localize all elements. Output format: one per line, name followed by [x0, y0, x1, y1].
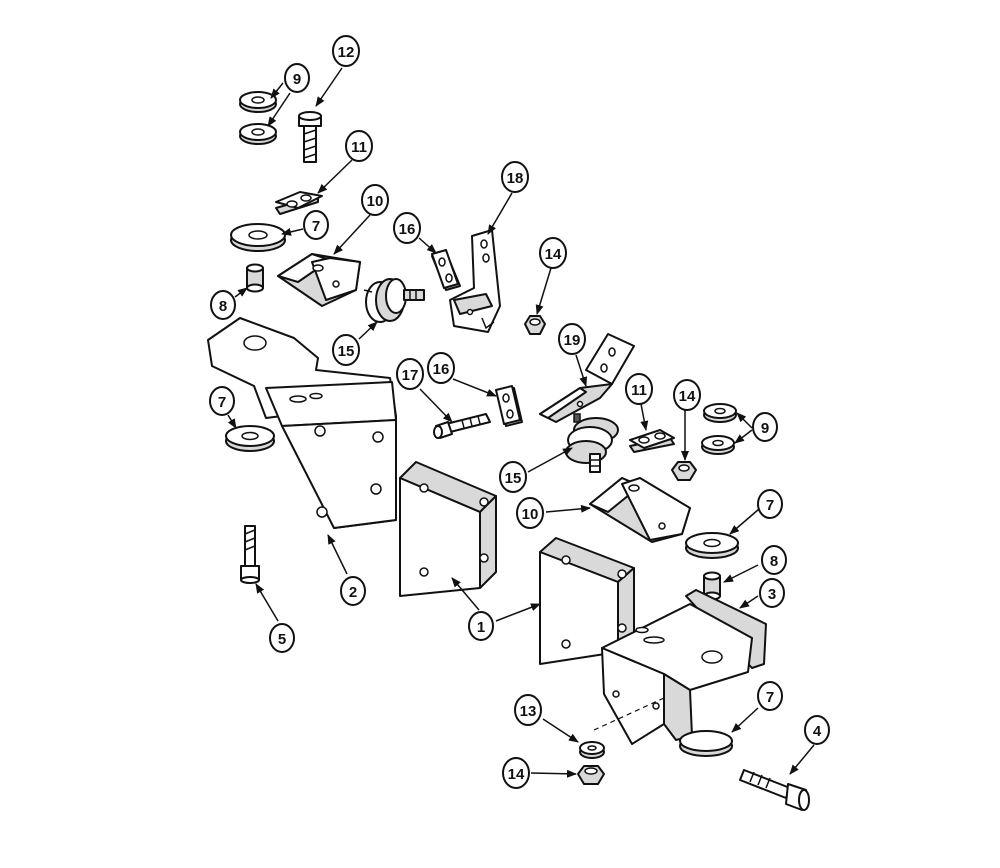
svg-text:10: 10 — [522, 506, 539, 523]
washer-9-right-lower — [701, 435, 735, 455]
svg-text:7: 7 — [218, 394, 226, 411]
bracket-10-upper — [277, 253, 361, 307]
svg-text:7: 7 — [312, 218, 320, 235]
leader-lines — [227, 67, 815, 778]
plate-1-right — [539, 537, 635, 665]
bracket-18 — [449, 229, 501, 333]
callout-13: 13 — [514, 694, 542, 726]
callout-14-middle: 14 — [673, 379, 701, 411]
svg-text:9: 9 — [293, 71, 301, 88]
washer-7-right-upper — [685, 532, 739, 559]
callout-7-top: 7 — [303, 210, 329, 240]
callout-14-top: 14 — [539, 237, 567, 269]
callout-15-middle: 15 — [499, 461, 527, 493]
svg-text:1: 1 — [477, 619, 485, 636]
callout-9-right: 9 — [752, 412, 778, 442]
callout-10-top: 10 — [361, 184, 389, 216]
callout-1: 1 — [468, 611, 494, 641]
callout-7-left: 7 — [209, 386, 235, 416]
plate-11-top — [275, 191, 323, 215]
isolator-15-middle — [565, 413, 619, 473]
bolt-17 — [433, 413, 491, 439]
bracket-3 — [601, 589, 767, 745]
bracket-10-lower — [589, 477, 691, 543]
callout-19: 19 — [558, 323, 586, 355]
plate-11-middle — [629, 429, 675, 453]
bracket-2 — [207, 317, 397, 529]
washer-9-top-lower — [239, 123, 277, 145]
svg-text:11: 11 — [351, 139, 367, 156]
washer-7-upper — [230, 223, 286, 252]
svg-text:13: 13 — [520, 703, 537, 720]
callout-17: 17 — [396, 358, 424, 390]
washer-7-right-lower — [679, 730, 733, 757]
callout-7-right-upper: 7 — [757, 489, 783, 519]
nut-14-middle — [671, 461, 697, 481]
callout-4: 4 — [804, 715, 830, 745]
svg-text:7: 7 — [766, 497, 774, 514]
callout-8-right: 8 — [761, 545, 787, 575]
alignment-line — [593, 697, 665, 731]
svg-text:14: 14 — [508, 766, 525, 783]
svg-text:12: 12 — [338, 44, 355, 61]
svg-text:15: 15 — [505, 470, 522, 487]
isolator-15-upper — [363, 278, 425, 323]
svg-text:5: 5 — [278, 631, 286, 648]
callout-16-top: 16 — [393, 212, 421, 244]
washer-13 — [579, 741, 605, 759]
svg-text:7: 7 — [766, 689, 774, 706]
svg-text:2: 2 — [349, 584, 357, 601]
callout-15-top: 15 — [332, 334, 360, 366]
plate-16-middle — [495, 385, 523, 427]
callout-12: 12 — [332, 35, 360, 67]
washer-9-top-upper — [239, 91, 277, 113]
plate-1-middle — [399, 461, 497, 597]
svg-text:18: 18 — [507, 170, 524, 187]
bolt-5 — [240, 525, 260, 584]
callout-11-top: 11 — [345, 130, 373, 162]
svg-text:11: 11 — [631, 382, 647, 399]
callout-16-middle: 16 — [427, 352, 455, 384]
washer-7-left — [225, 425, 275, 452]
svg-text:4: 4 — [813, 723, 822, 740]
nut-14-top — [524, 315, 546, 335]
bracket-19 — [539, 333, 635, 423]
callout-18: 18 — [501, 161, 529, 193]
svg-text:9: 9 — [761, 420, 769, 437]
callout-10-middle: 10 — [516, 497, 544, 529]
callout-11-middle: 11 — [625, 373, 653, 405]
callout-8-top: 8 — [210, 290, 236, 320]
callout-9-top: 9 — [284, 63, 310, 93]
callout-2: 2 — [340, 576, 366, 606]
svg-text:14: 14 — [545, 246, 562, 263]
callout-5: 5 — [269, 623, 295, 653]
callout-7-right-lower: 7 — [757, 681, 783, 711]
svg-text:14: 14 — [679, 388, 696, 405]
plate-16-upper — [431, 249, 461, 291]
bolt-12 — [298, 111, 322, 163]
nut-14-bottom — [577, 765, 605, 785]
callout-3: 3 — [759, 578, 785, 608]
svg-text:15: 15 — [338, 343, 355, 360]
callout-14-bottom: 14 — [502, 757, 530, 789]
svg-text:3: 3 — [768, 586, 776, 603]
svg-text:16: 16 — [433, 361, 450, 378]
spacer-8-upper — [246, 263, 264, 293]
bolt-4 — [739, 769, 810, 811]
svg-text:17: 17 — [402, 367, 419, 384]
svg-text:8: 8 — [219, 298, 227, 315]
svg-text:8: 8 — [770, 553, 778, 570]
svg-text:16: 16 — [399, 221, 416, 238]
washer-9-right-upper — [703, 403, 737, 423]
svg-text:19: 19 — [564, 332, 581, 349]
svg-text:10: 10 — [367, 193, 384, 210]
